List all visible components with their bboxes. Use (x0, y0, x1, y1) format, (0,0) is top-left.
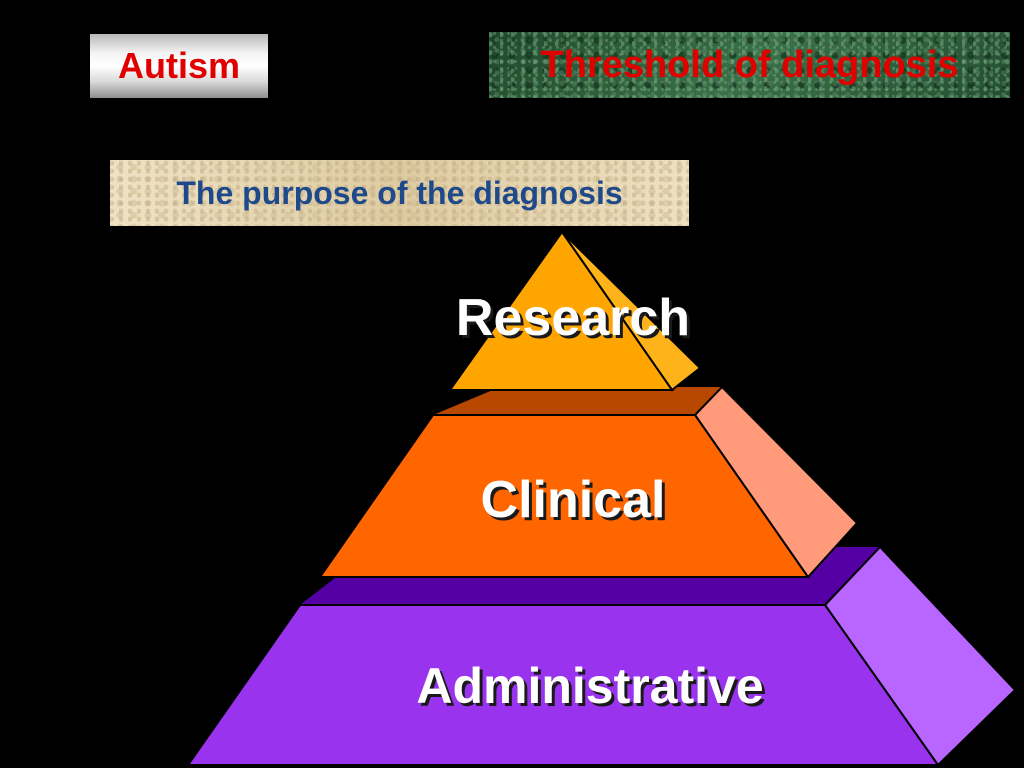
tier-label-clinical: Clinical (480, 471, 666, 529)
tier-label-research: Research (455, 289, 691, 347)
clinical-top-face (433, 387, 722, 415)
purpose-subheading-text: The purpose of the diagnosis (176, 174, 623, 211)
research-front-face (448, 230, 674, 391)
slide-title-text: Threshold of diagnosis (540, 43, 959, 86)
autism-label: Autism (90, 34, 268, 98)
slide-title: Threshold of diagnosis (489, 32, 1010, 98)
administrative-front-face (186, 604, 940, 766)
tier-label-administrative: Administrative (416, 658, 764, 714)
autism-label-text: Autism (117, 45, 240, 86)
clinical-front-face (318, 414, 810, 578)
pyramid-tier-research (448, 230, 702, 392)
pyramid-tier-clinical (318, 385, 859, 579)
purpose-subheading: The purpose of the diagnosis (110, 160, 689, 226)
pyramid-tier-administrative (186, 545, 1017, 767)
